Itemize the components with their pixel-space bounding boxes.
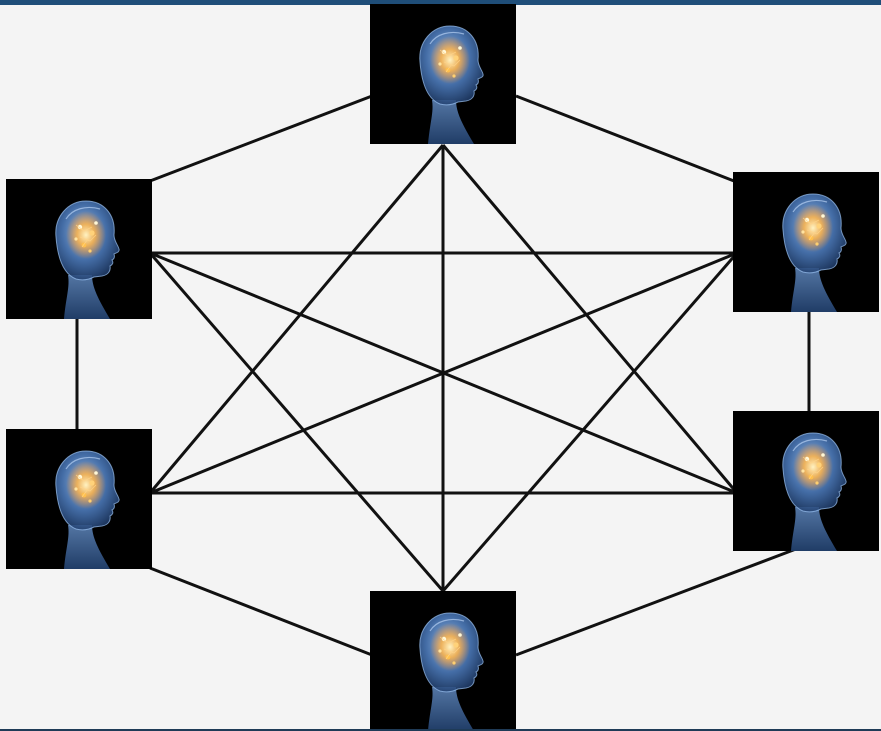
node-upper-left [6, 179, 152, 319]
node-lower-left [6, 429, 152, 569]
edge-top-lower-left [150, 145, 443, 493]
edge-upper-right-bottom [443, 253, 737, 591]
edge-lower-right-bottom [516, 549, 796, 655]
edge-top-upper-left [150, 96, 372, 181]
edge-top-lower-right [443, 145, 737, 493]
edge-upper-left-bottom [150, 253, 443, 591]
node-upper-right [733, 172, 879, 312]
edge-top-upper-right [516, 96, 734, 181]
node-bottom [370, 591, 516, 731]
edge-lower-left-bottom [150, 568, 372, 655]
edges-layer [77, 96, 809, 655]
node-lower-right [733, 411, 879, 551]
node-top [370, 4, 516, 144]
